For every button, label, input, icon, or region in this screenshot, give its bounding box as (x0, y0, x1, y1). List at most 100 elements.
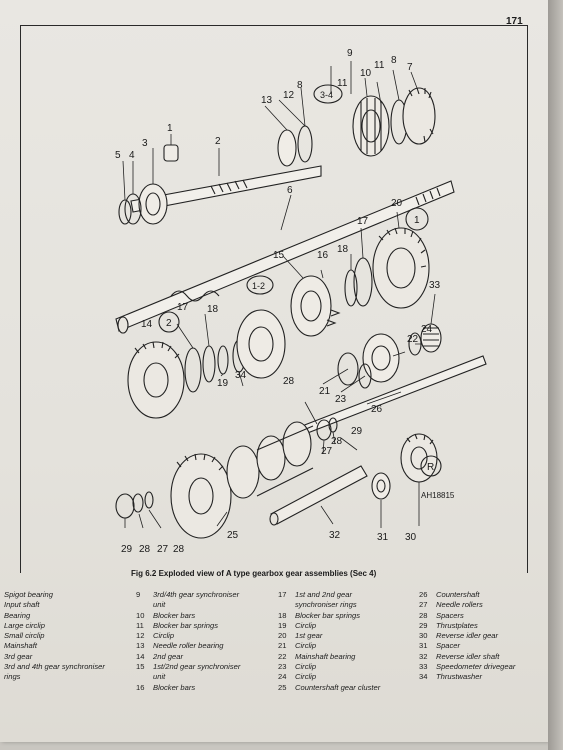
circlip-23 (358, 363, 372, 389)
legend-item-text: 1st/2nd gear synchroniser (153, 662, 241, 672)
gear-synchro-hub (236, 309, 286, 379)
legend-item: Input shaft (4, 600, 105, 610)
input-shaft-splines (210, 179, 248, 195)
legend-item-number: 11 (136, 620, 144, 630)
legend-item-text: Reverse idler shaft (436, 651, 500, 661)
legend-item: 31 Spacer (419, 641, 515, 651)
gear-14 (127, 341, 185, 419)
callout-7: 7 (407, 62, 413, 73)
legend-item-text: Mainshaft bearing (295, 651, 356, 661)
legend-item: unit (136, 600, 240, 610)
legend-item-text: Large circlip (4, 620, 45, 630)
callout-15: 15 (273, 250, 285, 261)
legend-item-text: Blocker bar springs (295, 610, 360, 620)
callout-6: 6 (287, 185, 293, 196)
needle-bearing-13 (277, 129, 297, 167)
figure-code: AH18815 (421, 491, 455, 500)
input-shaft (130, 165, 322, 213)
legend-item-text: Speedometer drivegear (436, 662, 516, 672)
mainshaft-worm (170, 290, 220, 302)
legend-item-text: Needle rollers (436, 600, 483, 610)
callout-29b: 29 (121, 544, 133, 555)
legend-item-number: 34 (419, 672, 428, 682)
callout-28b: 28 (331, 436, 343, 447)
group-circle-2 (158, 311, 180, 333)
callout-12: 12 (283, 90, 295, 101)
callout-28a: 28 (283, 376, 295, 387)
legend-item-text: 2nd gear (153, 651, 183, 661)
callout-4: 4 (129, 150, 135, 161)
callout-5: 5 (115, 150, 121, 161)
callout-24: 24 (421, 324, 433, 335)
book-page: 171 (0, 0, 548, 742)
callout-18b: 18 (207, 304, 219, 315)
legend-item: 3rd and 4th gear synchroniser (4, 662, 105, 672)
callout-22: 22 (407, 334, 419, 345)
figure-caption: Fig 6.2 Exploded view of A type gearbox … (131, 569, 377, 578)
group-circle-1-2 (246, 275, 274, 295)
legend-item-number: 15 (136, 662, 145, 672)
legend-item-number: 31 (419, 641, 428, 651)
synchro-unit-15 (290, 275, 332, 337)
callout-21: 21 (319, 386, 331, 397)
callout-20: 20 (391, 198, 403, 209)
circlip-21 (337, 352, 359, 386)
legend-item-text: Circlip (153, 631, 175, 641)
synchro-ring-12 (297, 125, 313, 163)
spigot-bearing (163, 144, 179, 162)
page-number: 171 (506, 16, 523, 27)
callout-17b: 17 (177, 302, 189, 313)
legend-item-text: Thrustwasher (436, 672, 483, 682)
legend-item-text: 3rd gear (4, 651, 33, 661)
callout-23: 23 (335, 394, 347, 405)
legend-item-text: 3rd and 4th gear synchroniser (4, 662, 105, 672)
legend-item: Spigot bearing (4, 590, 105, 600)
legend-item-text: Circlip (295, 641, 317, 651)
group-circle-1 (405, 207, 429, 231)
callout-31: 31 (377, 532, 389, 543)
legend-item-text: Spacer (436, 641, 461, 651)
legend-item-text: Circlip (295, 672, 317, 682)
legend-item-number: 12 (136, 631, 145, 641)
legend-item: Mainshaft (4, 641, 105, 651)
callout-9: 9 (347, 48, 353, 59)
callout-33: 33 (429, 280, 441, 291)
legend-item-text: Circlip (295, 620, 317, 630)
legend-item-number: 32 (419, 651, 428, 661)
legend-item-number: 25 (278, 682, 287, 692)
legend-item-number: 29 (419, 620, 428, 630)
callout-11b: 11 (337, 78, 348, 89)
legend-item-number: 14 (136, 651, 145, 661)
legend-item-number (278, 600, 295, 610)
legend-item-number: 13 (136, 641, 145, 651)
callout-25: 25 (227, 530, 239, 541)
legend-item-text: Countershaft (436, 590, 480, 599)
header-rule (20, 25, 528, 26)
legend-item: 15 1st/2nd gear synchroniser (136, 662, 240, 672)
callout-10: 10 (360, 68, 372, 79)
callout-30: 30 (405, 532, 417, 543)
group-circle-R (420, 455, 442, 477)
legend-item: 32 Reverse idler shaft (419, 652, 515, 662)
thrustplate-29b (115, 493, 135, 519)
legend-item-text: Spacers (436, 610, 464, 620)
legend-item: Large circlip (4, 621, 105, 631)
blocker-spring-18a (344, 269, 358, 307)
legend-item-text: Blocker bars (153, 610, 196, 620)
gear-20 (372, 227, 430, 309)
legend-item: 34 Thrustwasher (419, 672, 515, 682)
legend-item-number: 27 (419, 600, 428, 610)
legend-item: 12 Circlip (136, 631, 240, 641)
spacer-31 (371, 472, 391, 500)
